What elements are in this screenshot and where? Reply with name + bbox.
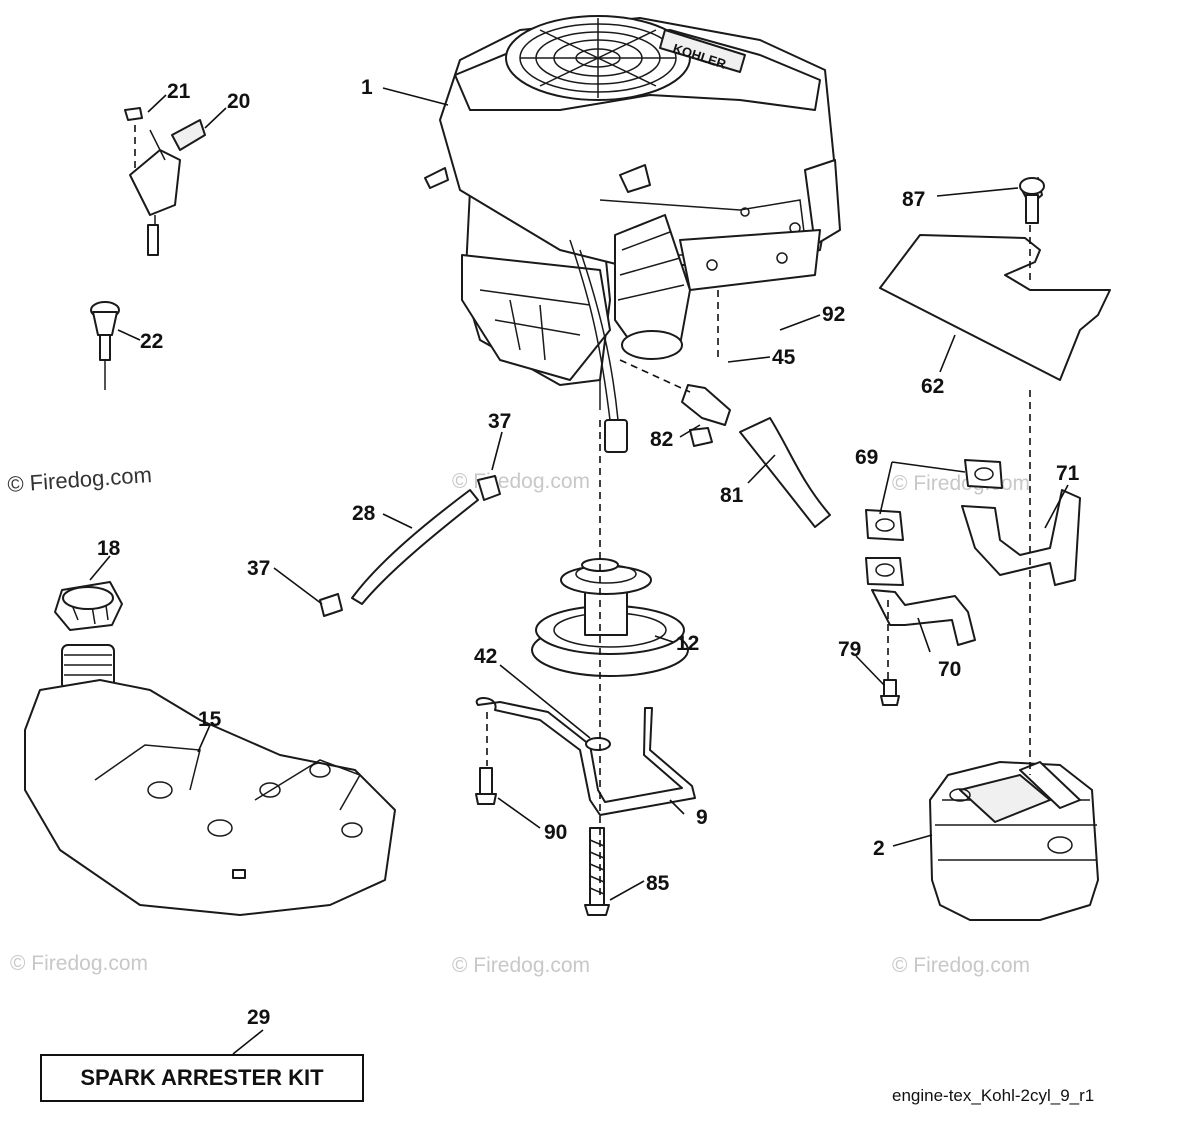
throttle-control-part (124, 107, 206, 256)
callout-29: 29 (247, 1006, 270, 1029)
fuel-line-part (319, 475, 501, 617)
watermark: © Firedog.com (452, 470, 590, 493)
watermark: © Firedog.com (892, 472, 1030, 495)
drawing-code: engine-tex_Kohl-2cyl_9_r1 (892, 1086, 1095, 1105)
callout-1: 1 (361, 76, 373, 99)
watermark: © Firedog.com (892, 954, 1030, 977)
callout-82: 82 (650, 428, 673, 451)
heat-shield-part (879, 177, 1111, 381)
callout-62: 62 (921, 375, 944, 398)
fuel-filter-part (681, 384, 831, 528)
fuel-tank-part (24, 581, 396, 916)
exhaust-part (865, 459, 1081, 706)
callout-85: 85 (646, 872, 670, 895)
callout-37-top: 37 (488, 410, 511, 433)
callout-numbers: 1 21 20 22 37 28 37 18 15 12 42 9 90 85 … (97, 76, 1080, 1029)
callout-18: 18 (97, 537, 121, 560)
callout-45: 45 (772, 346, 796, 369)
callout-37-left: 37 (247, 557, 270, 580)
watermark-main: © Firedog.com (7, 462, 153, 497)
callout-20: 20 (227, 90, 250, 113)
callout-42: 42 (474, 645, 497, 668)
callout-12: 12 (676, 632, 699, 655)
callout-21: 21 (167, 80, 191, 103)
pulley-part (531, 558, 689, 677)
callout-2: 2 (873, 837, 885, 860)
watermark: © Firedog.com (10, 952, 148, 975)
callout-69: 69 (855, 446, 878, 469)
callout-81: 81 (720, 484, 744, 507)
callout-90: 90 (544, 821, 567, 844)
leader-lines (89, 87, 1069, 1055)
choke-knob-part (90, 301, 120, 390)
assembly-lines (599, 225, 1031, 900)
engine-part: KOHLER (424, 15, 841, 453)
callout-28: 28 (352, 502, 376, 525)
callout-22: 22 (140, 330, 163, 353)
watermark: © Firedog.com (452, 954, 590, 977)
callout-79: 79 (838, 638, 861, 661)
callout-15: 15 (198, 708, 222, 731)
callout-70: 70 (938, 658, 961, 681)
callout-92: 92 (822, 303, 845, 326)
callout-9: 9 (696, 806, 708, 829)
muffler-part (929, 761, 1099, 921)
callout-71: 71 (1056, 462, 1080, 485)
spark-arrester-kit-label: SPARK ARRESTER KIT (40, 1054, 364, 1102)
callout-87: 87 (902, 188, 925, 211)
